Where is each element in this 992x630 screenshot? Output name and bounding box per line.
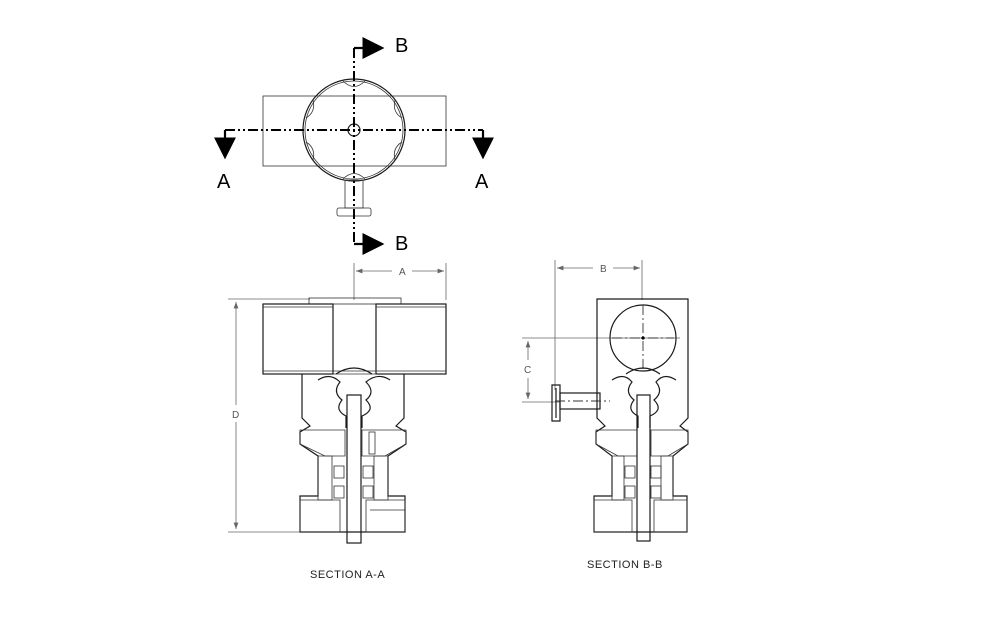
dimension-d-label: D — [232, 410, 239, 421]
valve-body-outline-b — [593, 374, 689, 533]
section-b-view: B C SECTION B-B — [522, 260, 689, 571]
cut-label-a-right: A — [475, 171, 489, 193]
cut-label-b-bottom: B — [395, 233, 408, 255]
actuator-housing-right — [375, 303, 447, 375]
handwheel-scallops — [305, 80, 403, 180]
cut-label-b-top: B — [395, 35, 408, 57]
valve-stem — [346, 394, 362, 544]
dimension-b-label: B — [600, 264, 607, 275]
section-a-view: A D SECTION A-A — [228, 263, 447, 581]
dimension-c-label: C — [524, 365, 531, 376]
actuator-housing-left — [262, 303, 334, 375]
valve-stem-b — [636, 394, 651, 542]
section-b-title: SECTION B-B — [587, 559, 663, 571]
section-a-title: SECTION A-A — [310, 569, 385, 581]
top-view: A A B B — [214, 35, 494, 255]
cut-label-a-left: A — [217, 171, 231, 193]
actuator-housing-side — [596, 298, 689, 374]
valve-body-outline — [299, 374, 407, 533]
dimension-a-label: A — [399, 267, 406, 278]
